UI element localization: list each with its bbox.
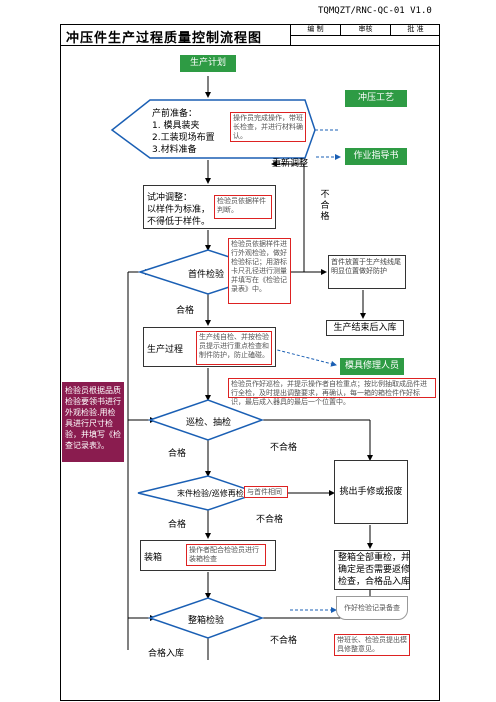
trial-line-2: 以样件为标准， [147,205,211,215]
inspector-guideline-note: 检验员根据品质检验要领书进行外观检验.用检具进行尺寸检验，并填写《检查记录表》。 [62,382,124,462]
document-number: TQMQZT/RNC-QC-01 V1.0 [318,6,432,16]
box-inspection-label: 整箱检验 [188,616,225,626]
die-repair-box: 模具修理人员 [340,358,404,375]
storage-label: 合格入库 [148,649,185,659]
production-plan-box: 生产计划 [180,55,236,72]
qualified-label-2: 合格 [168,449,187,459]
header-cell-prepared: 编 制 [290,24,340,35]
qualified-label-1: 合格 [176,306,195,316]
page-title: 冲压件生产过程质量控制流程图 [66,31,263,46]
production-process-label: 生产过程 [147,345,184,355]
unqualified-vertical-label: 不合格 [318,190,332,223]
trial-line-1: 试冲调整： [147,193,193,203]
prep-note: 操作员完成操作，带班长检查，并进行材料确认。 [230,112,306,142]
production-process-note: 生产线自检、并按检验员提示进行重点检查和制件防护，防止磕碰。 [196,331,272,365]
first-inspection-label: 首件检验 [188,270,225,280]
prep-line-1: 产前准备： [152,109,198,119]
rework-line-2: 确定是否需要返修 [338,565,411,575]
sort-repair-box: 挑出手修或报废 [334,460,408,524]
record-note: 作好检验记录备查 [336,596,408,620]
patrol-inspection-label: 巡检、抽检 [186,418,232,428]
patrol-diamond [147,399,265,441]
flowchart-frame [60,24,440,701]
unqualified-label-3: 不合格 [270,636,298,646]
production-end-box: 生产结束后入库 [326,320,404,336]
final-inspection-note: 与首件相同 [244,486,288,498]
first-inspection-note: 检验员依据样件进行外观检验，做好检验标记；用游标卡尺孔径进行测量并填写在《检验记… [228,238,291,304]
title-bar [60,24,440,46]
rework-line-3: 检查，合格品入库 [338,577,411,587]
packing-label: 装箱 [144,553,163,563]
work-instruction-box: 作业指导书 [345,148,407,165]
patrol-note: 检验员作好巡检，并提示操作者自检重点；按比例抽取成品件进行全检，及时提出调整要求… [228,378,436,406]
unqualified-label-1: 不合格 [270,443,298,453]
prep-line-4: 3.材料准备 [152,145,197,155]
header-signature-row [290,35,440,46]
final-inspection-label: 末件检验/巡修再检 [177,489,244,498]
first-piece-note: 首件放置于生产线线尾明显位置做好防护 [328,255,406,289]
header-cell-approved: 批 准 [390,24,440,35]
prep-line-3: 2.工装现场布置 [152,133,215,143]
box-inspection-diamond [147,597,265,639]
trial-note: 检验员依据样件判断。 [214,195,272,219]
rework-line-1: 整箱全部重检，并 [338,553,411,563]
rework-box: 整箱全部重检，并 确定是否需要返修 检查，合格品入库 [334,550,410,590]
unqualified-label-2: 不合格 [256,515,284,525]
leader-note: 带班长、检验员提出模具修整意见。 [334,634,410,656]
header-cell-reviewed: 审核 [340,24,390,35]
stamping-process-box: 冲压工艺 [345,90,407,107]
trial-line-3: 不得低于样件。 [147,217,211,227]
prep-line-2: 1. 模具装夹 [152,121,200,131]
packing-note: 操作者配合检验员进行装箱检查 [186,544,266,566]
readjust-label: 重新调整 [272,159,309,169]
qualified-label-3: 合格 [168,520,187,530]
